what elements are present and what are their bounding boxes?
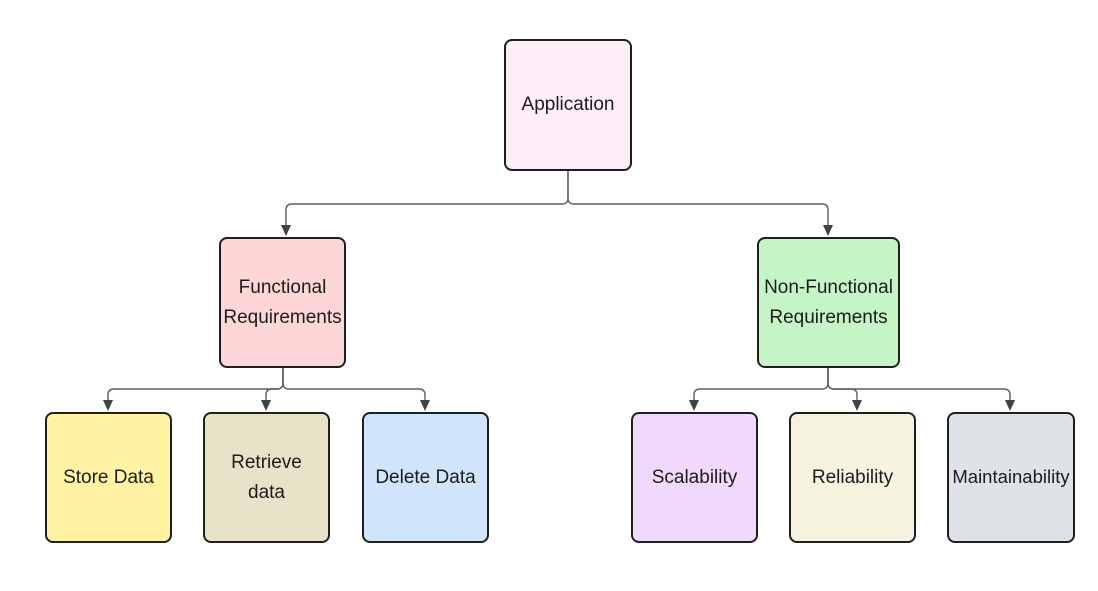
- retrieve-data-node: Retrieve data: [203, 412, 330, 543]
- scalability-node: Scalability: [631, 412, 758, 543]
- edge-application-nonfunctional: [567, 171, 829, 226]
- edge-nonfunctional-scalability: [693, 368, 829, 401]
- arrow-to-nonfunctional: [823, 225, 833, 236]
- non-functional-requirements-node: Non-Functional Requirements: [757, 237, 900, 368]
- edge-functional-store: [107, 368, 284, 401]
- store-data-label: Store Data: [63, 466, 154, 488]
- arrow-to-maintainability: [1005, 400, 1015, 411]
- edge-application-functional: [285, 171, 569, 226]
- non-functional-requirements-label: Non-Functional Requirements: [764, 277, 893, 328]
- application-node: Application: [504, 39, 632, 171]
- edge-functional-retrieve: [265, 368, 284, 401]
- arrow-to-delete: [420, 400, 430, 411]
- store-data-node: Store Data: [45, 412, 172, 543]
- functional-requirements-node: Functional Requirements: [219, 237, 346, 368]
- reliability-node: Reliability: [789, 412, 916, 543]
- reliability-label: Reliability: [811, 466, 894, 488]
- functional-requirements-label: Functional Requirements: [223, 277, 342, 328]
- edge-nonfunctional-reliability: [827, 368, 858, 401]
- retrieve-data-label: Retrieve data: [231, 452, 302, 503]
- arrow-to-retrieve: [261, 400, 271, 411]
- maintainability-node: Maintainability: [947, 412, 1075, 543]
- delete-data-label: Delete Data: [375, 466, 476, 488]
- arrow-to-scalability: [689, 400, 699, 411]
- arrow-to-functional: [281, 225, 291, 236]
- delete-data-node: Delete Data: [362, 412, 489, 543]
- arrow-to-reliability: [852, 400, 862, 411]
- arrow-to-store: [103, 400, 113, 411]
- edge-functional-delete: [282, 368, 426, 401]
- application-label: Application: [521, 94, 615, 116]
- scalability-label: Scalability: [651, 466, 738, 488]
- maintainability-label: Maintainability: [952, 466, 1070, 488]
- edge-nonfunctional-maintainability: [827, 368, 1011, 401]
